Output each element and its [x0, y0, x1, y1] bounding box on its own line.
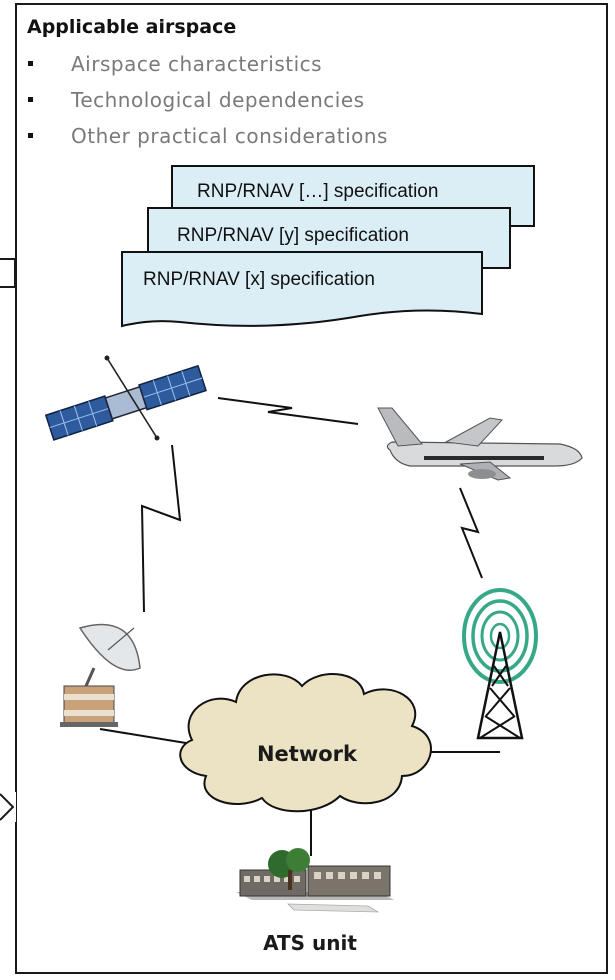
link-satellite-ground	[140, 444, 182, 613]
satellite-icon	[44, 355, 207, 441]
spec-label: RNP/RNAV […] specification	[197, 181, 438, 202]
radio-tower-icon	[462, 588, 538, 740]
left-connector-top	[0, 258, 16, 288]
bullet-item: Technological dependencies	[28, 88, 365, 112]
network-label: Network	[257, 742, 358, 766]
link-dish-network	[99, 728, 193, 745]
link-aircraft-tower	[459, 487, 483, 579]
spec-label: RNP/RNAV [x] specification	[143, 269, 375, 290]
bullet-item: Airspace characteristics	[28, 52, 322, 76]
radio-links	[140, 397, 483, 613]
bullet-item: Other practical considerations	[28, 124, 388, 148]
ats-unit-label: ATS unit	[263, 931, 357, 955]
heading: Applicable airspace	[27, 16, 237, 38]
spec-label: RNP/RNAV [y] specification	[177, 225, 409, 246]
radar-dish-icon	[60, 623, 141, 727]
bullet-text: Other practical considerations	[71, 124, 388, 148]
network-cloud: Network	[179, 673, 432, 813]
left-connector-bottom	[0, 792, 16, 822]
network-links	[99, 728, 500, 856]
building-icon	[236, 848, 394, 913]
spec-document-front: RNP/RNAV [x] specification	[121, 251, 483, 328]
bullet-text: Airspace characteristics	[71, 52, 323, 76]
bullet-text: Technological dependencies	[71, 88, 365, 112]
airplane-icon	[377, 407, 583, 481]
link-satellite-aircraft	[217, 397, 359, 425]
